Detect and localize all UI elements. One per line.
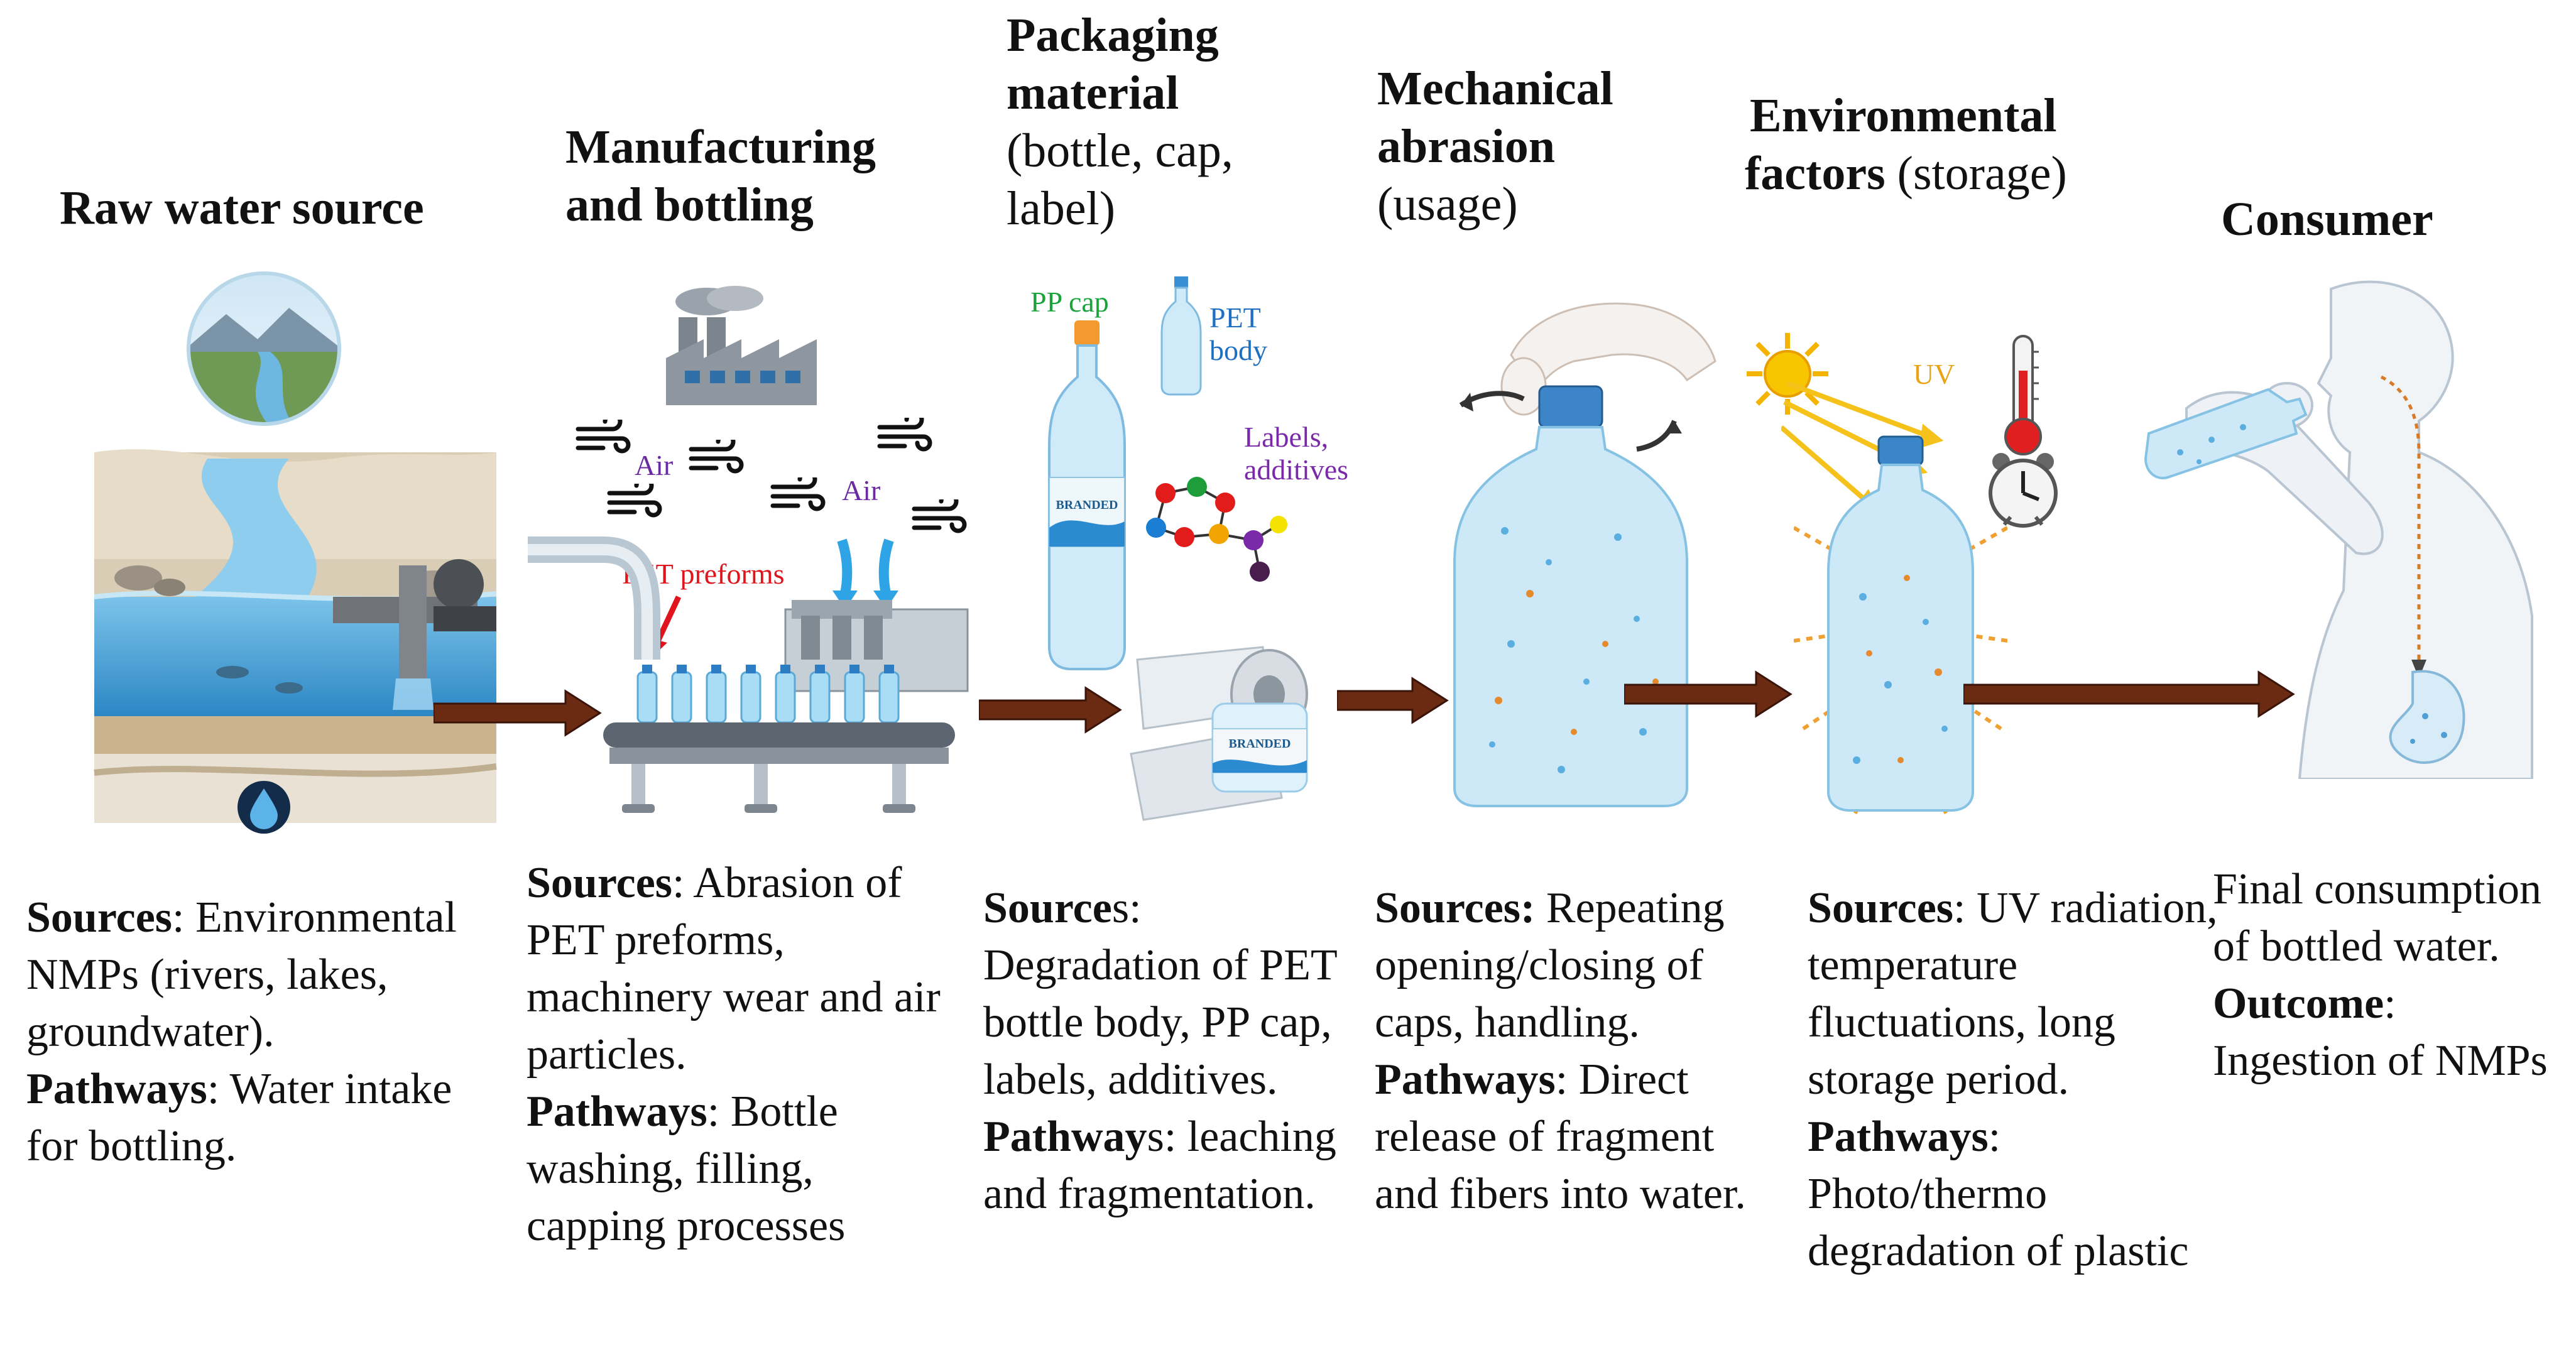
stage-description-raw-water: Sources: Environmental NMPs (rivers, lak… [26,889,491,1175]
river-scene-icon [94,271,497,834]
wind-icon [689,440,744,474]
title-line: Manufacturing [565,121,876,173]
wind-icon [877,418,932,452]
sources-text: : Degradation of PET bottle body, PP cap… [983,884,1337,1104]
wind-icon [770,477,826,511]
pet-body-line: body [1209,334,1267,366]
stage-title-raw-water: Raw water source [60,182,424,234]
pathways-text: : Water intake for bottling. [26,1065,452,1170]
bottle-icon [1160,276,1202,396]
title-line: factors [1745,147,1886,200]
sources-label: Source [983,884,1112,932]
branded-text: BRANDED [1056,498,1118,512]
air-label: Air [842,474,881,506]
factory-icon [666,286,817,405]
branded-text: BRANDED [1229,737,1291,751]
stage-title-mechanical: Mechanical abrasion (usage) [1377,60,1613,233]
air-label: Air [635,449,674,481]
stage-description-packaging: Sources: Degradation of PET bottle body,… [983,879,1348,1222]
pathways-text: : Photo/thermo degradation of plastic [1808,1113,2189,1275]
sources-text: : Abrasion of PET preforms, machinery we… [527,859,941,1079]
uv-label: UV [1913,358,1955,390]
stage-title-consumer: Consumer [2221,193,2433,246]
outcome-text: : Ingestion of NMPs [2213,979,2548,1085]
water-drop-badge-icon [237,781,290,834]
stage-title-manufacturing: Manufacturing and bottling [565,118,876,234]
hand-twist-cap-icon [1453,302,1716,807]
sources-text: : Environmental NMPs (rivers, lakes, gro… [26,893,457,1056]
bottle-icon [1794,435,2007,818]
label-roll-icon: BRANDED [1130,646,1308,821]
stage-description-consumer: Final consumption of bottled water. Outc… [2213,861,2565,1089]
title-line: material [1007,67,1179,119]
labels-additives-label: Labels, additives [1244,421,1348,486]
sources-text: Repeating opening/closing of caps, handl… [1375,884,1725,1047]
pathways-text: : Bottle washing, filling, capping proce… [527,1087,846,1250]
pathways-label: Pathways [1808,1113,1989,1161]
title-line: and bottling [565,178,814,231]
sources-label: Sources [26,893,173,942]
sources-suffix: s [1111,884,1130,932]
wind-icon [607,484,662,518]
title-line: abrasion [1377,120,1555,173]
pathways-text: : leaching and fragmentation. [983,1113,1336,1218]
labels-line: Labels, [1244,421,1329,453]
stage-title-environmental: Environmental factors (storage) [1745,87,2067,202]
sources-label: Sources [1808,884,1954,932]
person-drinking-icon [2144,280,2533,779]
thermometer-icon [2004,335,2042,455]
subtitle-line: (usage) [1377,178,1518,231]
stage-description-environmental: Sources: UV radiation, temperature fluct… [1808,879,2222,1280]
wind-icon [912,499,967,533]
pet-body-line: PET [1209,302,1261,334]
clock-icon [1989,453,2058,528]
stage-description-manufacturing: Sources: Abrasion of PET preforms, machi… [527,854,954,1255]
pathways-text: : Direct release of fragment and fibers … [1375,1055,1746,1218]
consumption-text: Final consumption of bottled water. [2213,865,2542,971]
molecule-icon [1146,477,1287,582]
flow-arrow [1963,670,2295,718]
sources-label: Sources: [1375,884,1536,932]
sources-text: : UV radiation, temperature fluctuations… [1808,884,2218,1104]
title-line: Environmental [1750,89,2057,142]
labels-line: additives [1244,454,1349,486]
pathways-label: Pathways [26,1065,207,1113]
stage-title-packaging: Packaging material (bottle, cap, label) [1007,6,1233,237]
flow-arrow [1624,670,1793,718]
bottle-icon: BRANDED [1048,320,1126,670]
subtitle-line: (storage) [1885,147,2067,200]
pathways-label: Pathways [1375,1055,1556,1104]
sources-label: Sources [527,859,673,907]
outcome-label: Outcome [2213,979,2384,1028]
flow-arrow [434,689,602,737]
subtitle-line: (bottle, cap, [1007,124,1233,177]
flow-arrow [1337,677,1449,724]
title-line: Packaging [1007,9,1219,62]
title-line: Mechanical [1377,62,1613,115]
pathways-label: Pathway [983,1113,1147,1161]
conveyor-belt-icon [528,536,969,813]
subtitle-line: label) [1007,182,1116,235]
pathways-label: Pathways [527,1087,707,1136]
stage-description-mechanical: Sources: Repeating opening/closing of ca… [1375,879,1764,1222]
wind-icon [576,420,631,454]
pathways-suffix: s [1147,1113,1164,1161]
flow-arrow [979,686,1122,734]
pet-body-label: PET body [1209,302,1267,367]
pp-cap-label: PP cap [1030,286,1109,318]
